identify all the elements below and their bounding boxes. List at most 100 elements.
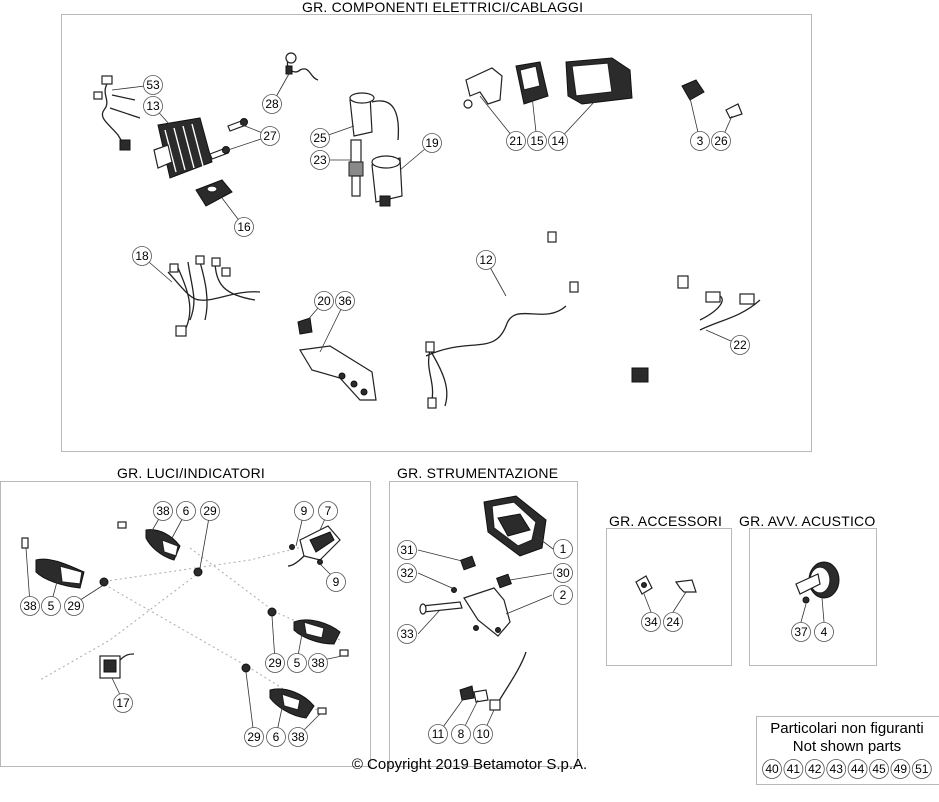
electrical-group-title: GR. COMPONENTI ELETTRICI/CABLAGGI [302, 0, 584, 15]
not-shown-title-english: Not shown parts [792, 738, 902, 755]
svg-text:8: 8 [458, 727, 465, 741]
svg-text:5: 5 [294, 656, 301, 670]
regulator-screws [209, 118, 248, 160]
front-right-indicator [287, 525, 341, 567]
svg-text:28: 28 [265, 97, 279, 111]
ecu-unit [565, 57, 633, 105]
svg-text:49: 49 [894, 762, 908, 776]
switch-block [195, 179, 233, 207]
callout-27: 27 [260, 126, 280, 146]
callout-1: 1 [553, 539, 573, 559]
callout-7: 7 [318, 501, 338, 521]
svg-text:5: 5 [48, 599, 55, 613]
svg-text:31: 31 [400, 543, 414, 557]
svg-text:16: 16 [237, 220, 251, 234]
not-shown-part-42: 42 [804, 759, 825, 779]
svg-text:21: 21 [509, 134, 523, 148]
voltage-regulator [153, 117, 213, 179]
callout-17: 17 [113, 693, 133, 713]
instruments-group-title: GR. STRUMENTAZIONE [397, 465, 559, 481]
callout-36: 36 [335, 291, 355, 311]
svg-text:27: 27 [263, 129, 277, 143]
svg-text:43: 43 [830, 762, 844, 776]
svg-text:13: 13 [146, 99, 160, 113]
svg-text:40: 40 [765, 762, 779, 776]
not-shown-part-40: 40 [762, 759, 782, 779]
callout-26: 26 [711, 131, 731, 151]
accessories-group-title: GR. ACCESSORI [609, 513, 723, 529]
svg-text:30: 30 [556, 566, 570, 580]
fuse-holder [297, 317, 313, 335]
fuse-bracket [299, 345, 377, 401]
svg-text:24: 24 [666, 615, 680, 629]
svg-text:37: 37 [794, 625, 808, 639]
spark-plug [348, 139, 364, 197]
svg-text:2: 2 [560, 588, 567, 602]
svg-text:10: 10 [476, 727, 490, 741]
callout-30: 30 [553, 563, 573, 583]
accessory-holder [674, 579, 697, 593]
callout-16: 16 [234, 217, 254, 237]
regulator-connector-harness [93, 75, 141, 151]
svg-text:38: 38 [291, 730, 305, 744]
horn-panel [749, 528, 877, 666]
not-shown-part-44: 44 [847, 759, 868, 779]
callout-24: 24 [663, 612, 683, 632]
callout-23: 23 [310, 150, 330, 170]
svg-text:29: 29 [67, 599, 81, 613]
callout-33: 33 [397, 624, 417, 644]
clip-26 [725, 103, 743, 119]
svg-text:11: 11 [432, 727, 445, 741]
callout-6-b: 6 [266, 727, 286, 747]
instrument-springs [451, 555, 512, 593]
svg-text:7: 7 [325, 504, 332, 518]
callout-37: 37 [791, 622, 811, 642]
flasher-relay [99, 653, 135, 679]
svg-text:32: 32 [400, 566, 414, 580]
callout-38-b: 38 [20, 596, 40, 616]
callout-29-c: 29 [265, 653, 285, 673]
svg-text:4: 4 [821, 625, 828, 639]
accessories-panel [606, 528, 732, 666]
svg-text:53: 53 [146, 78, 160, 92]
svg-text:12: 12 [479, 253, 493, 267]
not-shown-part-51: 51 [911, 759, 932, 779]
svg-text:41: 41 [787, 762, 801, 776]
callout-11: 11 [428, 724, 448, 744]
callout-29-b: 29 [64, 596, 84, 616]
sensor-wire [285, 52, 319, 81]
copyright-notice: © Copyright 2019 Betamotor S.p.A. [351, 756, 588, 773]
svg-text:38: 38 [23, 599, 37, 613]
callout-9-b: 9 [326, 572, 346, 592]
svg-text:25: 25 [313, 131, 327, 145]
svg-text:38: 38 [156, 504, 170, 518]
svg-text:15: 15 [530, 134, 544, 148]
callout-34: 34 [641, 612, 661, 632]
callout-12: 12 [476, 250, 496, 270]
svg-text:51: 51 [915, 762, 929, 776]
callout-5-a: 5 [41, 596, 61, 616]
callout-38-d: 38 [288, 727, 308, 747]
svg-text:33: 33 [400, 627, 414, 641]
svg-text:6: 6 [183, 504, 190, 518]
injection-wiring-harness [631, 275, 761, 383]
not-shown-part-45: 45 [869, 759, 889, 779]
callout-31: 31 [397, 540, 417, 560]
horn-leaders [800, 597, 825, 623]
speed-sensor [459, 651, 527, 711]
callout-2: 2 [553, 585, 573, 605]
callout-38-c: 38 [308, 653, 328, 673]
callout-38-a: 38 [153, 501, 173, 521]
svg-text:36: 36 [338, 294, 352, 308]
callout-4: 4 [814, 622, 834, 642]
callout-20: 20 [314, 291, 334, 311]
spark-plug-cap [349, 92, 400, 141]
callout-32: 32 [397, 563, 417, 583]
horn [795, 561, 840, 604]
svg-text:17: 17 [116, 696, 130, 710]
callout-22: 22 [730, 335, 750, 355]
accessory-clip [635, 575, 653, 595]
not-shown-title-italian: Particolari non figuranti [770, 720, 924, 737]
svg-text:3: 3 [697, 134, 704, 148]
